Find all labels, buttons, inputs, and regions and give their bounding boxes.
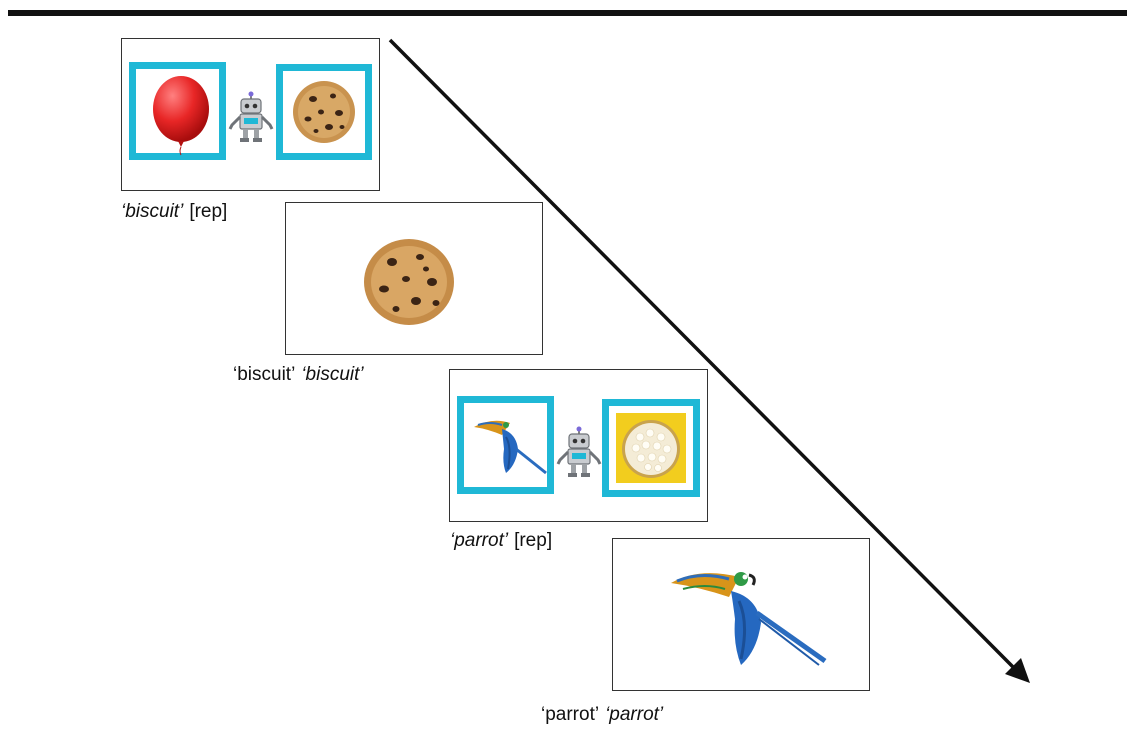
- parrot-icon: [474, 420, 547, 475]
- caption-suffix: [rep]: [514, 530, 553, 551]
- trial-1-caption: ‘biscuit’[rep]: [121, 201, 227, 223]
- caption-suffix: ‘biscuit’: [301, 364, 364, 385]
- cookie-icon: [293, 81, 355, 143]
- choice-box-right: [276, 64, 372, 160]
- trial-frame-4: [612, 538, 870, 691]
- popcorn-icon: [616, 413, 686, 483]
- caption-suffix: [rep]: [189, 201, 228, 222]
- caption-word: ‘parrot’: [450, 530, 509, 551]
- choice-box-left: [129, 62, 226, 160]
- choice-box-left: [457, 396, 554, 494]
- caption-word: ‘parrot’: [541, 704, 600, 725]
- trial-frame-1: [121, 38, 380, 191]
- choice-box-right: [602, 399, 700, 497]
- robot-icon: [228, 91, 274, 142]
- caption-suffix: ‘parrot’: [605, 704, 664, 725]
- cookie-icon: [364, 239, 454, 325]
- parrot-icon: [671, 572, 827, 666]
- trial-frame-2: [285, 202, 543, 355]
- robot-icon: [556, 426, 602, 477]
- trial-3-caption: ‘parrot’[rep]: [450, 530, 552, 552]
- top-rule: [8, 10, 1127, 16]
- trial-4-caption: ‘parrot’‘parrot’: [541, 704, 663, 726]
- caption-word: ‘biscuit’: [121, 201, 184, 222]
- trial-frame-3: [449, 369, 708, 522]
- trial-2-caption: ‘biscuit’‘biscuit’: [233, 364, 364, 386]
- caption-word: ‘biscuit’: [233, 364, 296, 385]
- balloon-icon: [153, 76, 209, 156]
